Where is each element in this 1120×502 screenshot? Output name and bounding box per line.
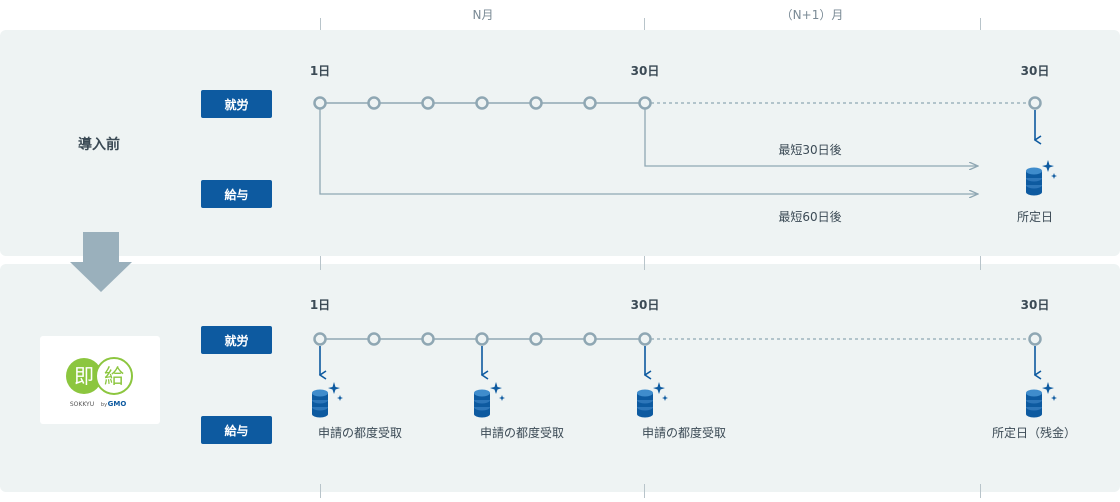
before-day-start: 1日 bbox=[309, 64, 331, 78]
logo-sub: SOKKYU bbox=[70, 401, 94, 408]
coins-icon bbox=[474, 382, 505, 418]
tick-bottom-1 bbox=[320, 484, 321, 498]
before-arrow-short bbox=[644, 109, 978, 166]
tick-bottom-3 bbox=[980, 484, 981, 498]
before-work-badge: 就労 bbox=[201, 90, 272, 118]
coins-icon bbox=[1026, 382, 1057, 418]
sokkyu-logo: 即 給 SOKKYU by GMO bbox=[40, 336, 160, 424]
tick-top-1 bbox=[320, 18, 321, 32]
after-day-start: 1日 bbox=[309, 298, 331, 312]
tick-top-2 bbox=[644, 18, 645, 32]
before-day-mid: 30日 bbox=[630, 64, 660, 78]
after-panel bbox=[0, 264, 1120, 492]
before-arrow-long bbox=[319, 109, 978, 194]
logo-char-1: 即 bbox=[74, 364, 94, 388]
after-nodes bbox=[313, 332, 1042, 346]
logo-gmo: GMO bbox=[108, 400, 127, 408]
tick-bottom-2 bbox=[644, 484, 645, 498]
before-pay-badge: 給与 bbox=[201, 180, 272, 208]
before-end-caption: 所定日 bbox=[1016, 210, 1054, 224]
coins-icon bbox=[312, 382, 343, 418]
sokkyu-logo-icon: 即 給 SOKKYU by GMO bbox=[66, 357, 133, 408]
month-n1-label: （N+1）月 bbox=[780, 8, 844, 22]
logo-by: by bbox=[101, 402, 107, 408]
transition-arrow-icon bbox=[70, 232, 132, 292]
before-arrow-short-label: 最短30日後 bbox=[778, 143, 842, 157]
tick-mid-1 bbox=[320, 256, 321, 270]
before-row-label: 導入前 bbox=[78, 137, 120, 153]
coins-icon bbox=[1026, 160, 1057, 196]
after-end-caption: 所定日（残金） bbox=[991, 426, 1077, 440]
tick-top-3 bbox=[980, 18, 981, 32]
tick-mid-2 bbox=[644, 256, 645, 270]
after-caption-3: 申請の都度受取 bbox=[641, 426, 727, 440]
after-work-badge: 就労 bbox=[201, 326, 272, 354]
after-day-end: 30日 bbox=[1020, 298, 1050, 312]
after-caption-2: 申請の都度受取 bbox=[479, 426, 565, 440]
logo-char-2: 給 bbox=[104, 364, 124, 388]
after-day-mid: 30日 bbox=[630, 298, 660, 312]
before-nodes bbox=[313, 96, 1042, 110]
before-panel bbox=[0, 30, 1120, 256]
month-n-label: N月 bbox=[472, 8, 494, 22]
after-pay-badge: 給与 bbox=[201, 416, 272, 444]
coins-icon bbox=[637, 382, 668, 418]
tick-mid-3 bbox=[980, 256, 981, 270]
before-day-end: 30日 bbox=[1020, 64, 1050, 78]
after-caption-1: 申請の都度受取 bbox=[317, 426, 403, 440]
before-arrow-long-label: 最短60日後 bbox=[778, 210, 842, 224]
